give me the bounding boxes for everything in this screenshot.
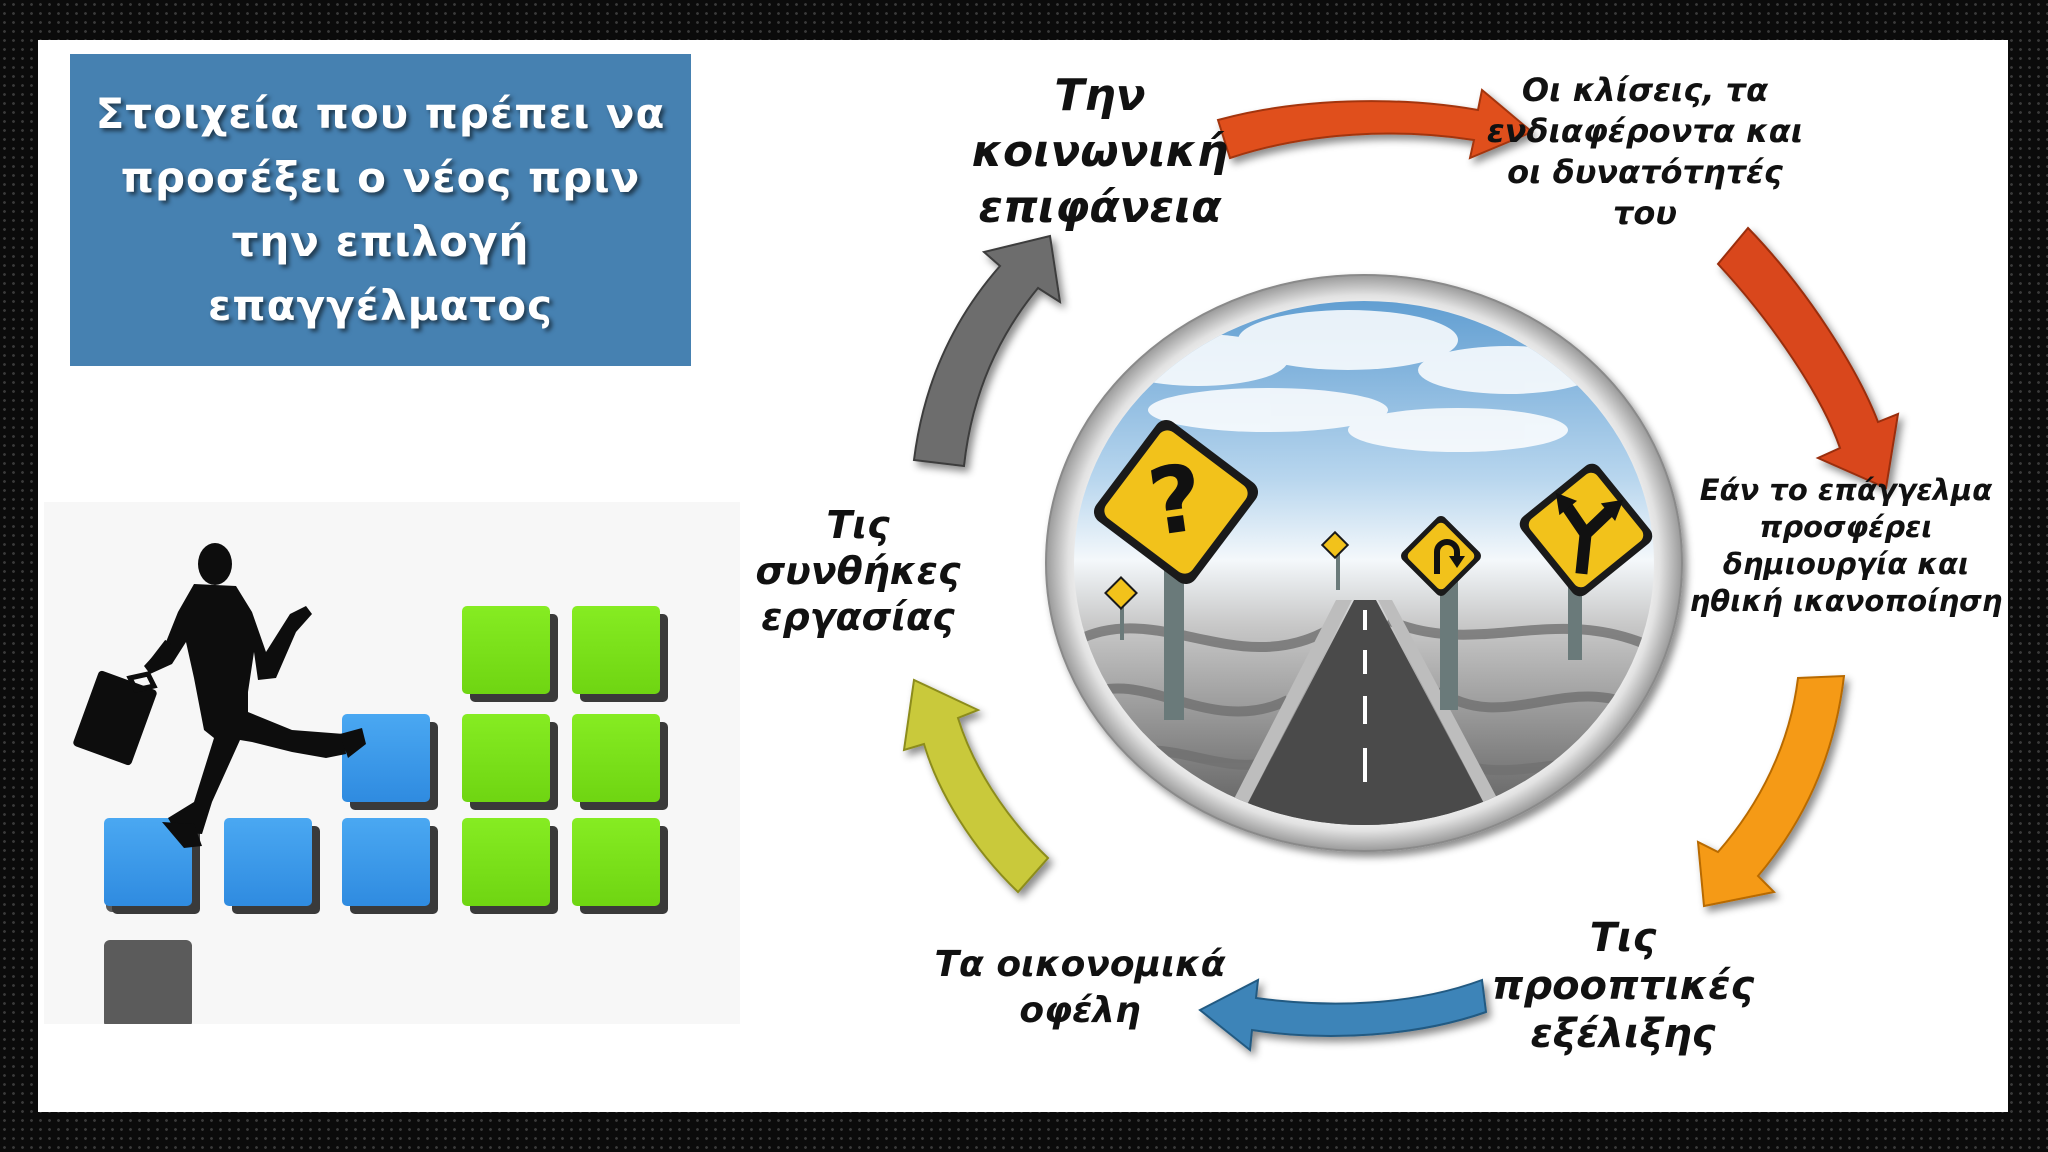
cycle-arrow-left-lower: [902, 678, 1050, 894]
cycle-arrow-left-upper: [912, 234, 1062, 468]
cycle-label-creativity: Εάν το επάγγελμα προσφέρει δημιουργία κα…: [1689, 473, 2003, 618]
cycle-diagram: ?: [902, 88, 1900, 1052]
cycle-arrow-top: [1216, 88, 1534, 160]
cycle-label-inclinations: Οι κλίσεις, τα ενδιαφέροντα και οι δυνατ…: [1486, 71, 1804, 232]
businessman-climbing-steps-icon: [44, 502, 740, 1024]
cycle-arrow-right-upper: [1716, 226, 1900, 490]
road-crossroads-image: ?: [1045, 274, 1683, 852]
cycle-arrow-bottom: [1198, 978, 1488, 1052]
businessman-silhouette: [73, 543, 366, 848]
cycle-label-conditions: Τις συνθήκες εργασίας: [755, 503, 961, 639]
cycle-arrow-right-lower: [1696, 674, 1846, 908]
title-box: Στοιχεία που πρέπει να προσέξει ο νέος π…: [70, 54, 691, 366]
slide: Στοιχεία που πρέπει να προσέξει ο νέος π…: [38, 40, 2008, 1112]
cycle-label-prospects: Τις προοπτικές εξέλιξης: [1491, 915, 1755, 1057]
cycle-label-social-status: Την κοινωνική επιφάνεια: [971, 70, 1229, 233]
step-blocks: [104, 606, 668, 1024]
uturn-sign-icon: [1401, 516, 1481, 596]
slide-title: Στοιχεία που πρέπει να προσέξει ο νέος π…: [95, 89, 666, 330]
fork-arrow-sign-icon: [1519, 463, 1653, 597]
question-mark-sign-icon: ?: [1093, 419, 1259, 585]
cycle-label-financial: Τα οικονομικά οφέλη: [934, 944, 1226, 1031]
